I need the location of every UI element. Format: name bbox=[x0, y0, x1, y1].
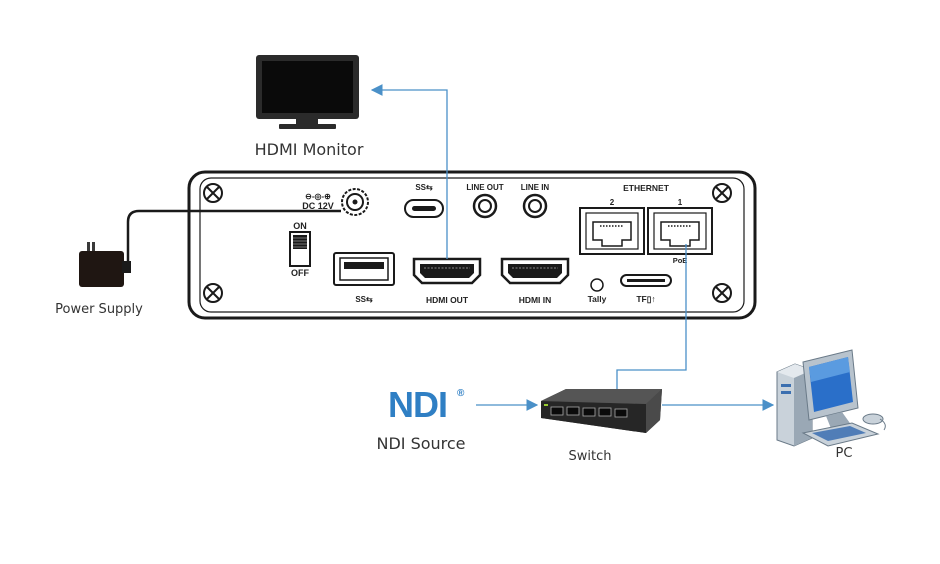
dc-label: DC 12V bbox=[302, 201, 334, 211]
dc-jack bbox=[341, 188, 369, 216]
line-in-label: LINE IN bbox=[521, 183, 550, 192]
poe-label: PoE bbox=[673, 256, 688, 265]
power-supply-label: Power Supply bbox=[55, 302, 143, 317]
power-cable bbox=[126, 209, 341, 265]
ethernet-port-1 bbox=[647, 207, 713, 255]
hdmi-out-label: HDMI OUT bbox=[426, 295, 469, 305]
ndi-registered-mark: ® bbox=[457, 388, 465, 399]
screw-icon bbox=[712, 183, 732, 203]
port-1-label: 1 bbox=[678, 198, 683, 207]
network-switch-icon bbox=[541, 389, 662, 433]
usb-logo-bottom: SS⇆ bbox=[355, 295, 373, 304]
ethernet-label: ETHERNET bbox=[623, 183, 670, 193]
ethernet-port-2 bbox=[579, 207, 645, 255]
screw-icon bbox=[203, 283, 223, 303]
switch-to-ethernet-line bbox=[616, 244, 687, 394]
ndi-source-label: NDI Source bbox=[376, 434, 465, 453]
hdmi-in-port bbox=[500, 257, 570, 285]
screw-icon bbox=[203, 183, 223, 203]
switch-off-label: OFF bbox=[291, 268, 309, 278]
tf-card-slot bbox=[620, 274, 672, 287]
line-out-label: LINE OUT bbox=[466, 183, 503, 192]
usb-logo: SS⇆ bbox=[415, 183, 433, 192]
hdmi-out-port bbox=[412, 257, 482, 285]
device-rear-panel: ⊖-◎-⊕ DC 12V ON OFF SS⇆ LINE OUT LINE IN bbox=[187, 170, 757, 320]
dc-polarity-symbol: ⊖-◎-⊕ bbox=[305, 192, 331, 201]
line-in-jack bbox=[522, 193, 548, 219]
hdmi-monitor-label: HDMI Monitor bbox=[255, 140, 364, 159]
usb-a-port bbox=[333, 252, 395, 286]
hdmi-out-to-monitor-line bbox=[370, 84, 448, 259]
usb-c-port bbox=[404, 199, 444, 218]
port-2-label: 2 bbox=[610, 198, 615, 207]
line-out-jack bbox=[472, 193, 498, 219]
screw-icon bbox=[712, 283, 732, 303]
tally-label: Tally bbox=[588, 294, 607, 304]
pc-label: PC bbox=[836, 446, 853, 461]
pc-icon bbox=[776, 349, 886, 447]
switch-label: Switch bbox=[569, 449, 612, 464]
power-adapter-icon bbox=[79, 242, 131, 287]
power-toggle-switch bbox=[289, 231, 311, 267]
tally-led bbox=[590, 278, 604, 292]
ndi-logo: NDI bbox=[388, 384, 447, 425]
switch-on-label: ON bbox=[293, 221, 307, 231]
monitor-icon bbox=[256, 55, 359, 129]
hdmi-in-label: HDMI IN bbox=[519, 295, 552, 305]
tf-label: TF▯↑ bbox=[636, 294, 655, 304]
